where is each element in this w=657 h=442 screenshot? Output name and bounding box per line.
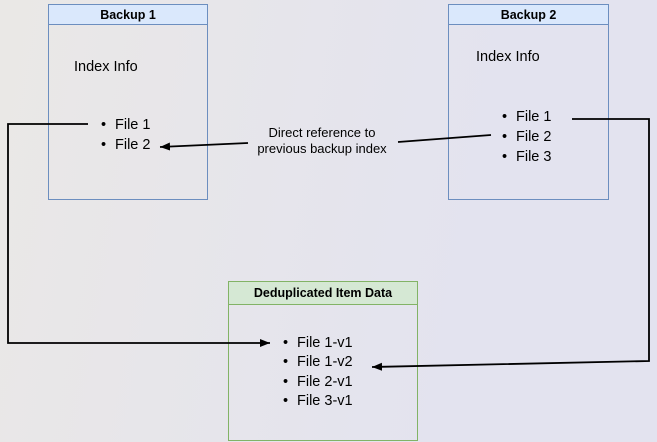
bullet-icon: • [502,129,508,145]
bullet-icon: • [283,354,289,371]
bullet-icon: • [502,109,508,125]
bullet-icon: • [502,149,508,165]
node-backup1-file-list: • File 1 • File 2 [101,115,150,155]
file-label: File 1-v1 [297,334,353,351]
file-label: File 2-v1 [297,373,353,390]
node-backup1: Backup 1 Index Info • File 1 • File 2 [48,4,208,200]
bullet-icon: • [283,373,289,390]
node-dedup: Deduplicated Item Data • File 1-v1 • Fil… [228,281,418,441]
file-label: File 1-v2 [297,354,353,371]
file-label: File 1 [516,109,552,125]
node-backup2-file-list: • File 1 • File 2 • File 3 [502,107,551,167]
bullet-icon: • [101,137,107,153]
bullet-icon: • [283,334,289,351]
list-item: • File 2 [502,127,551,147]
bullet-icon: • [283,393,289,410]
list-item: • File 3 [502,147,551,167]
node-backup2-subtitle: Index Info [476,49,540,65]
list-item: • File 2-v1 [283,372,353,392]
list-item: • File 1 [101,115,150,135]
node-backup1-subtitle: Index Info [74,59,138,75]
list-item: • File 1 [502,107,551,127]
node-dedup-file-list: • File 1-v1 • File 1-v2 • File 2-v1 • Fi… [283,333,353,411]
list-item: • File 1-v2 [283,353,353,373]
file-label: File 1 [115,117,151,133]
file-label: File 2 [516,129,552,145]
file-label: File 2 [115,137,151,153]
list-item: • File 2 [101,135,150,155]
file-label: File 3-v1 [297,393,353,410]
edge-label-line1: Direct reference to [268,125,376,140]
node-backup2-title: Backup 2 [449,5,608,25]
file-label: File 3 [516,149,552,165]
bullet-icon: • [101,117,107,133]
edge-label-direct-reference: Direct reference to previous backup inde… [257,125,386,157]
node-backup1-title: Backup 1 [49,5,207,25]
list-item: • File 3-v1 [283,392,353,412]
node-dedup-title: Deduplicated Item Data [229,282,417,305]
list-item: • File 1-v1 [283,333,353,353]
edge-label-line2: previous backup index [257,141,387,156]
node-backup2: Backup 2 Index Info • File 1 • File 2 • … [448,4,609,200]
